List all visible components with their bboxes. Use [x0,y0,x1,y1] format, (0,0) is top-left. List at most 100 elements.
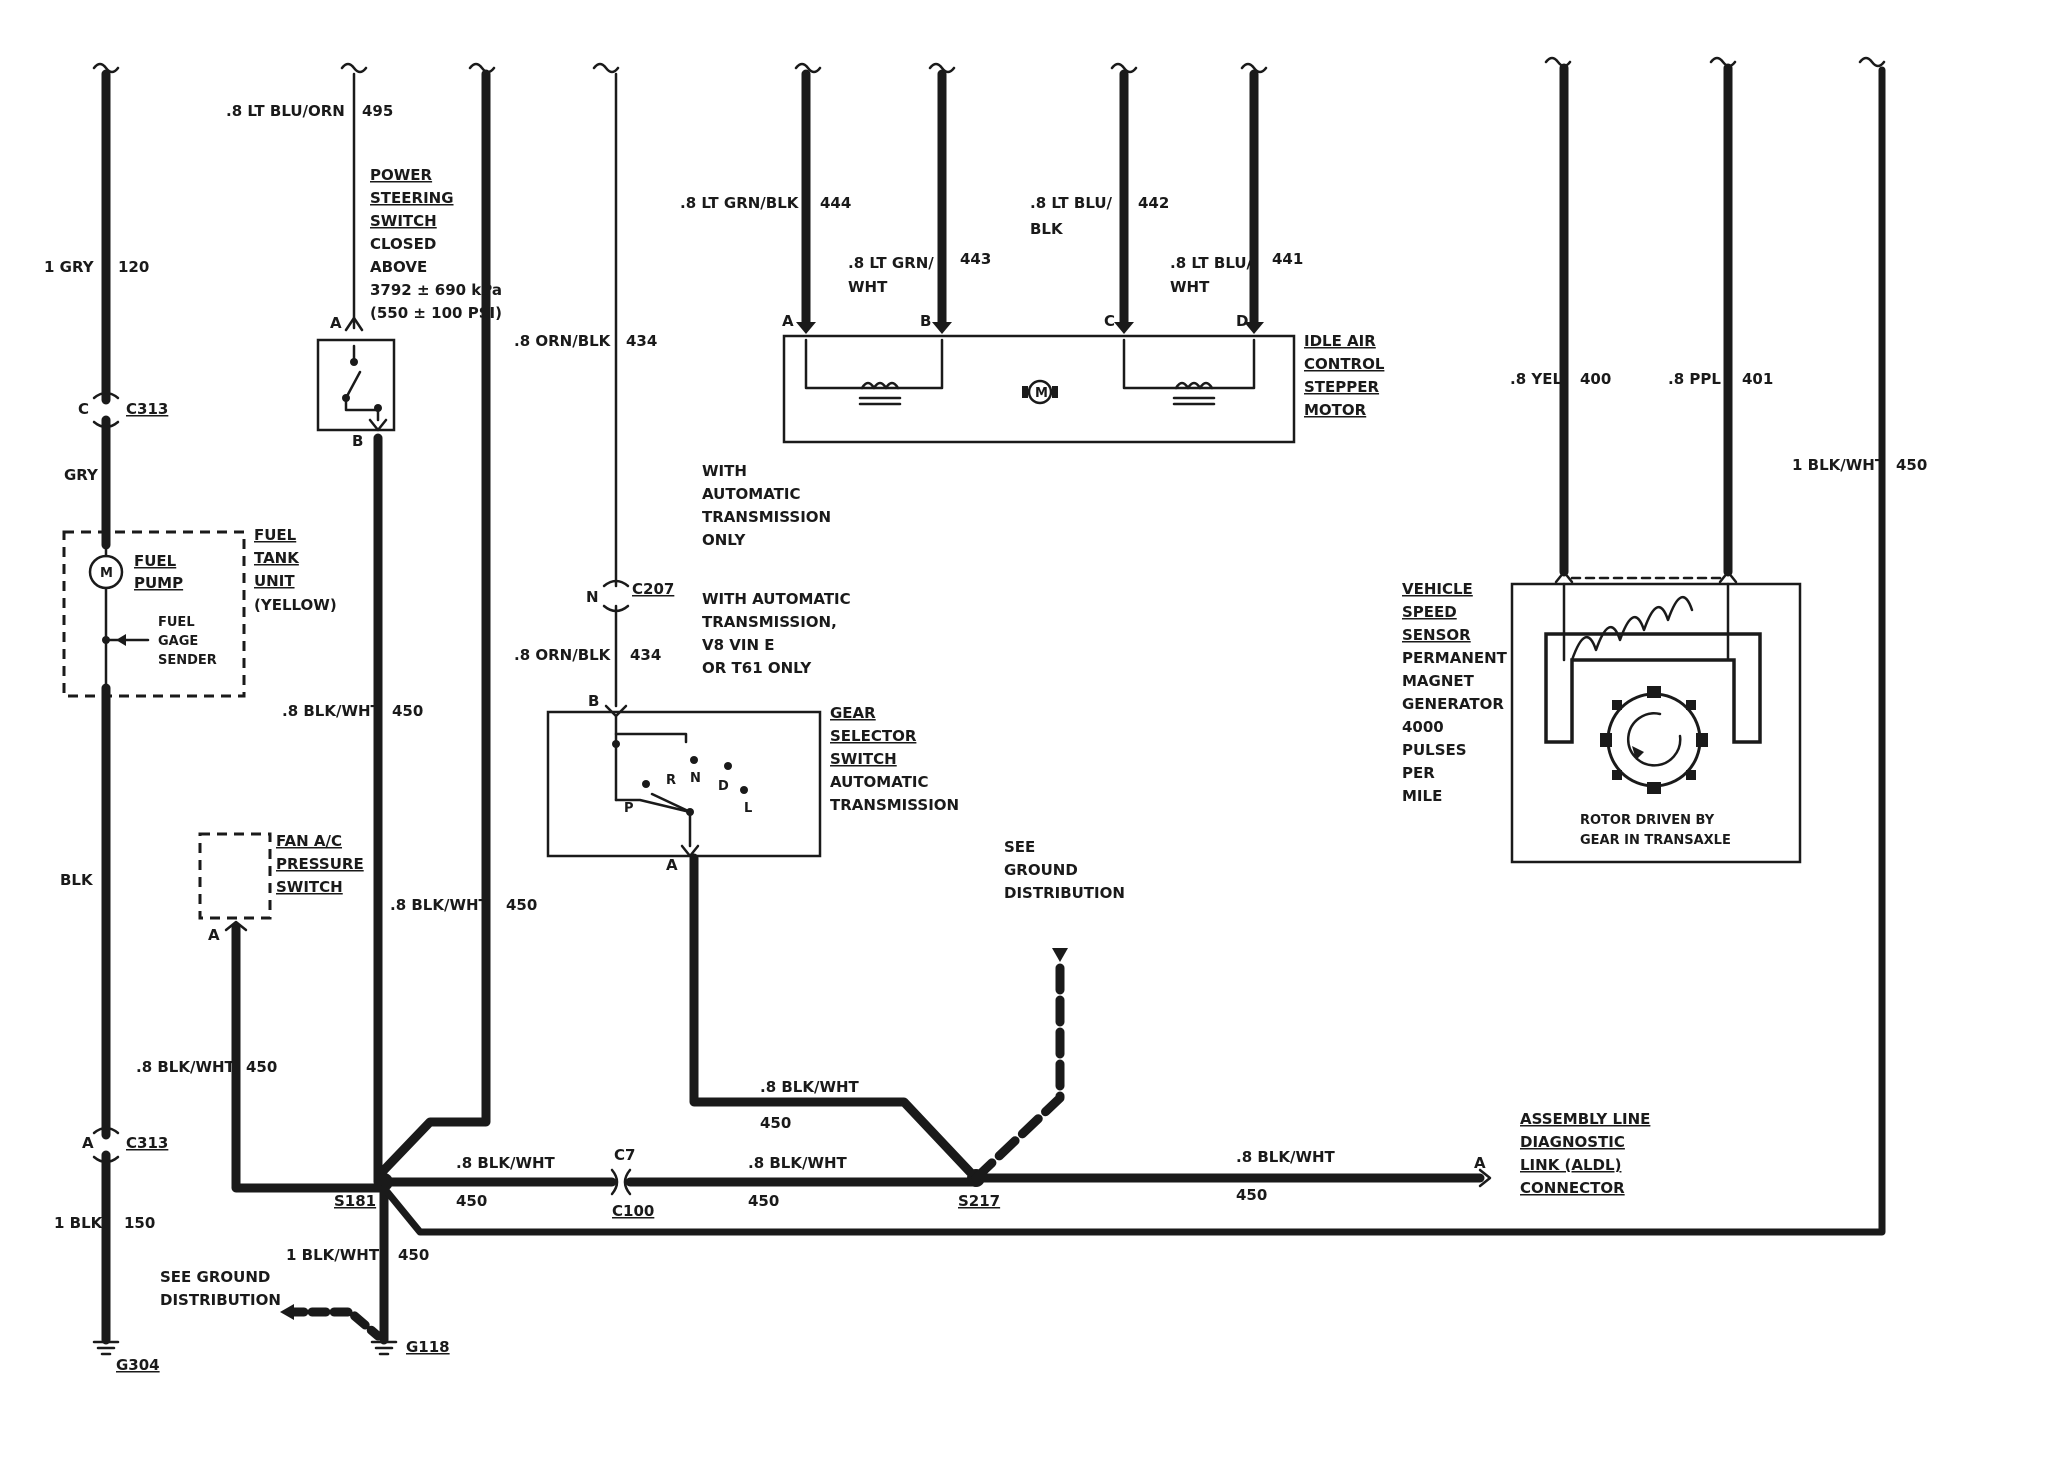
vss-desc-1: PERMANENT [1402,649,1508,667]
wire-495-size-color: .8 LT BLU/ORN [226,102,345,120]
fuel-tank-title-3: UNIT [254,572,295,590]
ps-pin-b-arrow-icon [368,418,388,432]
fan-ac-pressure-switch-box [198,832,272,920]
gear-pin-b: B [588,692,599,710]
gear-pos-r: R [666,773,676,788]
wire-450-s217-circuit: 450 [748,1192,779,1210]
wire-434-top-size-color: .8 ORN/BLK [514,332,612,350]
iac-pin-d: D [1236,312,1248,330]
iac-motor-icon [1027,379,1053,405]
note-auto-only-3: TRANSMISSION [702,508,831,526]
aldl-pin-a: A [1474,1154,1486,1172]
fuel-sender-label-3: SENDER [158,653,217,668]
gear-pos-p: P [624,801,634,816]
note-auto-only-2: AUTOMATIC [702,485,801,503]
ps-title-2: STEERING [370,189,454,207]
wire-450-ps-circuit: 450 [392,702,423,720]
fan-pin-a: A [208,926,220,944]
ground-distribution-left-arrow-icon [280,1304,294,1320]
gear-switch-blade [650,792,688,812]
fuel-tank-title-2: TANK [254,549,300,567]
ground-g304-label: G304 [116,1356,160,1374]
ps-title-3: SWITCH [370,212,437,230]
splice-s217-label: S217 [958,1192,1000,1210]
ps-switch-blade [344,370,362,400]
aldl-title-1: ASSEMBLY LINE [1520,1110,1650,1128]
wire-450-third-column [379,69,491,1175]
ps-desc-2: ABOVE [370,258,427,276]
connector-c100-female [623,1168,632,1196]
gear-contact-r [642,780,650,788]
fuel-pump-title-1: FUEL [134,552,177,570]
fuel-pump-motor-letter: M [100,566,113,581]
vss-rotor-teeth [1600,686,1708,794]
wire-150-circuit: 150 [124,1214,155,1232]
wire-441-size-color-2: WHT [1170,278,1210,296]
wire-450-mid-circuit: 450 [506,896,537,914]
vss-desc-4: 4000 [1402,718,1444,736]
iac-pin-a: A [782,312,794,330]
connector-c100-male [610,1168,619,1196]
gear-contact-d [724,762,732,770]
vss-title-2: SPEED [1402,603,1457,621]
fuel-tank-unit-box [62,530,246,698]
fuel-pump-title-2: PUMP [134,574,183,592]
iac-title-4: MOTOR [1304,401,1367,419]
fan-pin-a-arrow-icon [224,920,248,932]
ps-desc-4: (550 ± 100 PSI) [370,304,502,322]
ps-desc-3: 3792 ± 690 kPa [370,281,502,299]
gear-contact-n [690,756,698,764]
gear-pos-d: D [718,779,729,794]
wire-450-mid-size-color: .8 BLK/WHT [390,896,490,914]
wire-434-bot-circuit: 434 [630,646,661,664]
ps-contact-top [350,358,358,366]
ground-distribution-left-wire [285,1307,383,1341]
vss-coil [1570,596,1694,662]
gear-title-3: SWITCH [830,750,897,768]
wire-442-size-color-2: BLK [1030,220,1064,238]
wire-444-circuit: 444 [820,194,851,212]
wire-450-c7-size-color: .8 BLK/WHT [456,1154,556,1172]
iac-pin-b: B [920,312,931,330]
ps-pin-b: B [352,432,363,450]
wire-434-bot-size-color: .8 ORN/BLK [514,646,612,664]
iac-pin-b-arrow-icon [932,322,952,334]
wire-450-g118-size-color: 1 BLK/WHT [286,1246,380,1264]
ps-pin-a-arrow-icon [344,316,364,332]
wire-450-g118-circuit: 450 [398,1246,429,1264]
wire-450-fan-size-color: .8 BLK/WHT [136,1058,236,1076]
splice-s181-label: S181 [334,1192,376,1210]
wire-120-size-color: 1 GRY [44,258,95,276]
vss-title-3: SENSOR [1402,626,1471,644]
connector-c207-male [602,579,630,588]
vss-desc-7: MILE [1402,787,1442,805]
connector-c100-pin: C7 [614,1146,635,1164]
fuel-sender-label-2: GAGE [158,634,198,649]
iac-title-2: CONTROL [1304,355,1385,373]
gear-contact-l [740,786,748,794]
iac-motor-letter: M [1035,386,1048,401]
connector-c207-name: C207 [632,580,674,598]
ground-g118-symbol [370,1340,398,1356]
iac-pin-d-arrow-icon [1244,322,1264,334]
wire-450-aldl-size-color: .8 BLK/WHT [1236,1148,1336,1166]
wire-401-size-color: .8 PPL [1668,370,1721,388]
iac-coil-left [804,338,944,390]
wire-450-gear-circuit: 450 [760,1114,791,1132]
fan-switch-title-2: PRESSURE [276,855,364,873]
note-auto-only-4: ONLY [702,531,747,549]
wire-450-aldl-circuit: 450 [1236,1186,1267,1204]
ground-g118-label: G118 [406,1338,450,1356]
vss-title-1: VEHICLE [1402,580,1473,598]
iac-title-3: STEPPER [1304,378,1380,396]
connector-c100-name: C100 [612,1202,654,1220]
c313-bottom-name: C313 [126,1134,168,1152]
wire-blk-label: BLK [60,871,94,889]
wire-400-size-color: .8 YEL [1510,370,1562,388]
wire-400-circuit: 400 [1580,370,1611,388]
gear-title-2: SELECTOR [830,727,917,745]
vss-desc-5: PULSES [1402,741,1467,759]
gear-desc-1: AUTOMATIC [830,773,929,791]
wire-450-gear-size-color: .8 BLK/WHT [760,1078,860,1096]
